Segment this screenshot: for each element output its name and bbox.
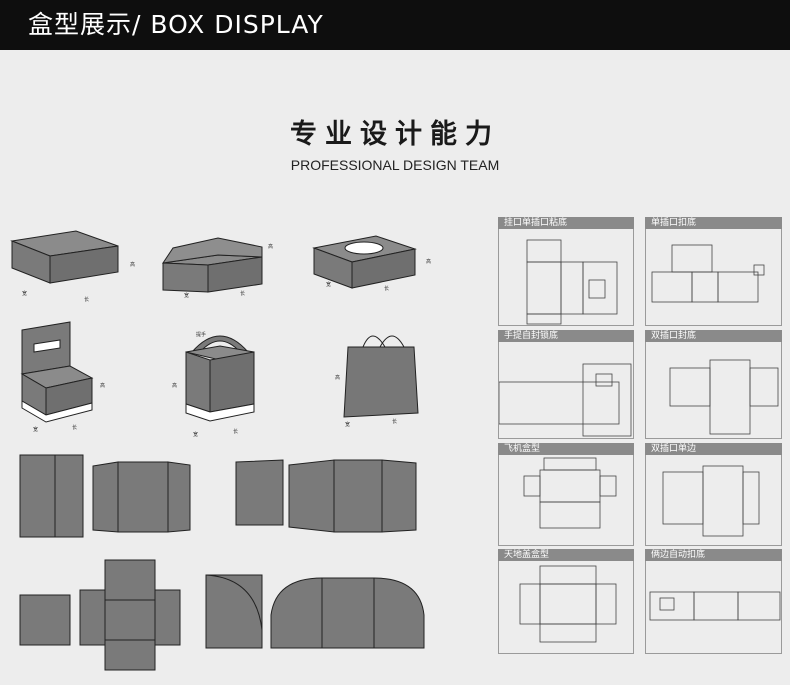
- box-type-label-7: 天地盖盒型: [498, 549, 634, 561]
- box-flat-panel-3: [235, 459, 284, 526]
- box-type-panel-6: [645, 455, 782, 546]
- dieline-8: [649, 591, 781, 621]
- dim-label-height: 高: [335, 375, 341, 381]
- box-type-panel-3: [498, 342, 634, 439]
- box-illustration-shopping-bag: [343, 335, 419, 418]
- box-flat-panel-4: [288, 459, 417, 533]
- dim-label-length: 长: [233, 429, 239, 435]
- dim-label-height: 高: [426, 259, 432, 265]
- box-type-label-6: 双插口单边: [645, 443, 782, 455]
- box-type-label-4: 双插口封底: [645, 330, 782, 342]
- section-heading: 专业设计能力: [290, 119, 500, 150]
- dieline-6: [662, 465, 760, 537]
- box-flat-panel-1: [19, 454, 84, 538]
- dim-label-handle: 提手: [196, 332, 207, 338]
- box-flat-panel-6: [79, 559, 181, 671]
- dim-label-height: 高: [130, 262, 136, 268]
- dieline-2: [651, 244, 765, 303]
- dim-label-width: 宽: [345, 422, 351, 428]
- dim-label-length: 长: [72, 425, 78, 431]
- header-bar: 盒型展示/ BOX DISPLAY: [0, 0, 790, 50]
- dim-label-width: 宽: [184, 293, 190, 299]
- box-type-panel-1: [498, 229, 634, 326]
- dieline-7: [519, 565, 617, 643]
- dim-label-length: 长: [84, 297, 90, 303]
- dim-label-height: 高: [268, 244, 274, 250]
- box-flat-panel-7: [205, 574, 263, 649]
- box-type-label-5: 飞机盒型: [498, 443, 634, 455]
- box-type-panel-4: [645, 342, 782, 439]
- box-flat-panel-2: [92, 461, 191, 533]
- box-illustration-tissue-box: [312, 235, 417, 289]
- page-title: 盒型展示/ BOX DISPLAY: [28, 10, 324, 39]
- box-flat-panel-5: [19, 594, 71, 646]
- box-illustration-lid-box: [161, 237, 263, 293]
- box-type-label-3: 手提自封锁底: [498, 330, 634, 342]
- dim-label-height: 高: [172, 383, 178, 389]
- box-type-label-8: 俩边自动扣底: [645, 549, 782, 561]
- dim-label-length: 长: [384, 286, 390, 292]
- dieline-4: [669, 359, 779, 435]
- dieline-3: [498, 363, 632, 437]
- box-type-panel-5: [498, 455, 634, 546]
- box-illustration-handle-box: [185, 335, 255, 422]
- section-subheading: PROFESSIONAL DESIGN TEAM: [290, 157, 500, 173]
- dieline-1: [526, 239, 618, 325]
- dim-label-width: 宽: [326, 282, 332, 288]
- box-type-panel-7: [498, 561, 634, 654]
- dim-label-width: 宽: [193, 432, 199, 438]
- dim-label-length: 长: [240, 291, 246, 297]
- dim-label-width: 宽: [22, 291, 28, 297]
- box-illustration-closed-box: [10, 230, 119, 284]
- dieline-5: [523, 457, 617, 529]
- dim-label-width: 宽: [33, 427, 39, 433]
- box-flat-panel-8: [270, 577, 425, 649]
- dim-label-length: 长: [392, 419, 398, 425]
- box-illustration-hanging-box: [20, 321, 94, 423]
- box-type-label-2: 单插口扣底: [645, 217, 782, 229]
- box-type-label-1: 挂口单插口粘底: [498, 217, 634, 229]
- box-type-panel-8: [645, 561, 782, 654]
- dim-label-height: 高: [100, 383, 106, 389]
- box-type-panel-2: [645, 229, 782, 326]
